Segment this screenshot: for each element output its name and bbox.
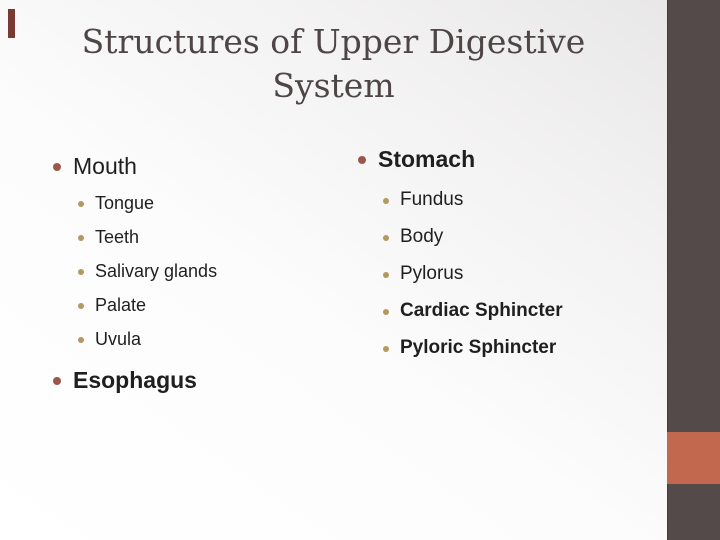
sub-bullet-item: Uvula [73, 322, 338, 356]
sub-bullet-icon [78, 235, 84, 241]
bullet-item-stomach: Stomach [353, 143, 653, 175]
sub-bullet-item: Tongue [73, 186, 338, 220]
sub-bullet-icon [78, 201, 84, 207]
mouth-sublist: Tongue Teeth Salivary glands Palate Uvul… [73, 186, 338, 356]
sub-bullet-item: Teeth [73, 220, 338, 254]
sub-bullet-label: Palate [95, 294, 147, 315]
sub-bullet-label: Uvula [95, 328, 142, 349]
sub-bullet-icon [78, 337, 84, 343]
sub-bullet-label: Body [400, 225, 444, 247]
sub-bullet-item: Fundus [378, 181, 653, 218]
bullet-item-mouth: Mouth [48, 150, 338, 182]
corner-accent-mark [8, 9, 15, 38]
sub-bullet-icon [383, 234, 389, 241]
sub-bullet-icon [78, 269, 84, 275]
bullet-icon [53, 377, 61, 385]
sub-bullet-label: Pyloric Sphincter [400, 336, 557, 358]
sub-bullet-label: Fundus [400, 188, 464, 210]
sub-bullet-item: Salivary glands [73, 254, 338, 288]
left-column: Mouth Tongue Teeth Salivary glands Palat… [48, 150, 338, 396]
accent-square [667, 432, 720, 484]
sub-bullet-item: Pyloric Sphincter [378, 329, 653, 366]
sub-bullet-label: Cardiac Sphincter [400, 299, 563, 321]
sub-bullet-icon [383, 271, 389, 278]
slide-title: Structures of Upper Digestive System [0, 20, 667, 108]
bullet-icon [358, 156, 366, 164]
sub-bullet-label: Pylorus [400, 262, 464, 284]
sub-bullet-icon [383, 197, 389, 204]
sub-bullet-icon [78, 303, 84, 309]
bullet-icon [53, 163, 61, 171]
sub-bullet-item: Body [378, 218, 653, 255]
bullet-item-esophagus: Esophagus [48, 364, 338, 396]
sub-bullet-icon [383, 308, 389, 315]
right-column: Stomach Fundus Body Pylorus Cardiac Sphi… [353, 143, 653, 366]
sub-bullet-label: Tongue [95, 192, 155, 213]
bullet-label: Mouth [73, 152, 137, 179]
slide-title-line1: Structures of Upper Digestive [81, 22, 586, 61]
stomach-sublist: Fundus Body Pylorus Cardiac Sphincter Py… [378, 181, 653, 366]
sub-bullet-item: Cardiac Sphincter [378, 292, 653, 329]
slide-title-line2: System [272, 66, 395, 105]
sub-bullet-item: Palate [73, 288, 338, 322]
sub-bullet-item: Pylorus [378, 255, 653, 292]
bullet-label: Esophagus [73, 366, 197, 393]
sub-bullet-label: Teeth [95, 226, 140, 247]
sub-bullet-icon [383, 345, 389, 352]
side-accent-band [667, 0, 720, 540]
bullet-label: Stomach [378, 145, 476, 172]
sub-bullet-label: Salivary glands [95, 260, 218, 281]
